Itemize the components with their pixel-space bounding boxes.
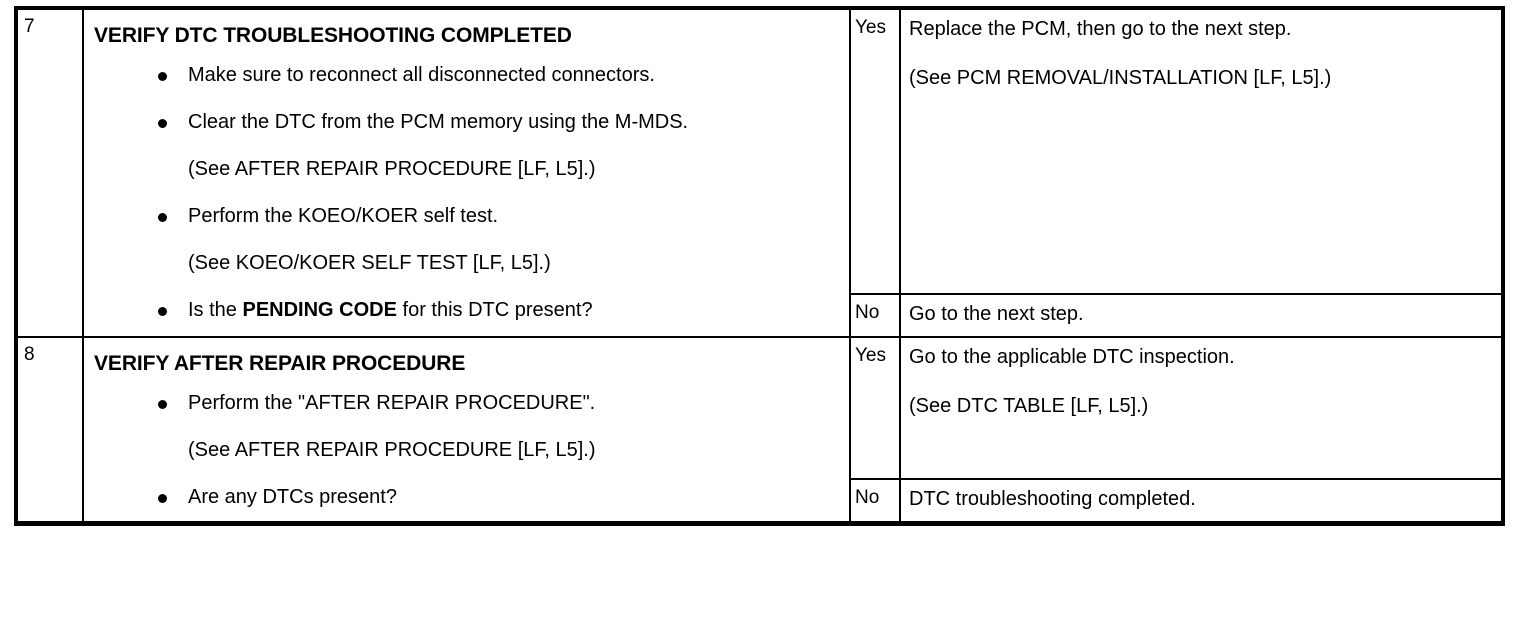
list-item-reference: (See AFTER REPAIR PROCEDURE [LF, L5].) [158,156,839,183]
list-item-label: Perform the KOEO/KOER self test. [188,205,499,227]
step-number-cell: 7 [18,10,84,336]
list-item: Perform the "AFTER REPAIR PROCEDURE". [158,390,839,417]
answer-line-reference: (See PCM REMOVAL/INSTALLATION [LF, L5].) [909,67,1332,89]
troubleshooting-table: 7 VERIFY DTC TROUBLESHOOTING COMPLETED M… [14,6,1505,526]
bullet-icon [158,72,167,81]
step-answer-column: Yes Go to the applicable DTC inspection.… [851,338,1501,521]
answer-body-no: DTC troubleshooting completed. [901,480,1501,521]
step-number: 7 [24,16,35,37]
list-item-label: Make sure to reconnect all disconnected … [188,64,655,86]
answer-line: Go to the applicable DTC inspection. [909,346,1235,368]
reference-label: (See AFTER REPAIR PROCEDURE [LF, L5].) [188,439,596,461]
list-item-label: Are any DTCs present? [188,486,397,508]
list-item-label: Perform the "AFTER REPAIR PROCEDURE". [188,392,596,414]
list-item: Is the PENDING CODE for this DTC present… [158,297,839,324]
step-title: VERIFY AFTER REPAIR PROCEDURE [94,352,466,375]
answer-line: Replace the PCM, then go to the next ste… [909,18,1292,40]
bullet-icon [158,494,167,503]
list-item-reference: (See AFTER REPAIR PROCEDURE [LF, L5].) [158,437,839,464]
answer-row-yes: Yes Replace the PCM, then go to the next… [851,10,1501,295]
step-title: VERIFY DTC TROUBLESHOOTING COMPLETED [94,24,572,47]
list-item: Perform the KOEO/KOER self test. [158,203,839,230]
table-row: 8 VERIFY AFTER REPAIR PROCEDURE Perform … [18,338,1501,521]
list-item-reference: (See KOEO/KOER SELF TEST [LF, L5].) [158,250,839,277]
table-row: 7 VERIFY DTC TROUBLESHOOTING COMPLETED M… [18,10,1501,338]
step-instruction-list: Perform the "AFTER REPAIR PROCEDURE". (S… [94,390,839,511]
answer-line: DTC troubleshooting completed. [909,488,1196,510]
bullet-icon [158,213,167,222]
step-action-cell: VERIFY DTC TROUBLESHOOTING COMPLETED Mak… [84,10,851,336]
step-action-cell: VERIFY AFTER REPAIR PROCEDURE Perform th… [84,338,851,521]
answer-line-reference: (See DTC TABLE [LF, L5].) [909,395,1149,417]
list-item-prefix: Is the [188,299,243,321]
answer-label-no: No [851,295,901,336]
step-answer-column: Yes Replace the PCM, then go to the next… [851,10,1501,336]
answer-row-yes: Yes Go to the applicable DTC inspection.… [851,338,1501,480]
step-number: 8 [24,344,35,365]
answer-body-no: Go to the next step. [901,295,1501,336]
reference-label: (See KOEO/KOER SELF TEST [LF, L5].) [188,252,551,274]
step-instruction-list: Make sure to reconnect all disconnected … [94,62,839,324]
answer-body-yes: Go to the applicable DTC inspection. (Se… [901,338,1501,478]
list-item: Are any DTCs present? [158,484,839,511]
bullet-icon [158,400,167,409]
list-item: Clear the DTC from the PCM memory using … [158,109,839,136]
answer-row-no: No Go to the next step. [851,295,1501,336]
bullet-icon [158,307,167,316]
answer-body-yes: Replace the PCM, then go to the next ste… [901,10,1501,293]
list-item-emphasis: PENDING CODE [242,299,397,321]
reference-label: (See AFTER REPAIR PROCEDURE [LF, L5].) [188,158,596,180]
list-item: Make sure to reconnect all disconnected … [158,62,839,89]
step-number-cell: 8 [18,338,84,521]
list-item-suffix: for this DTC present? [396,299,593,321]
answer-label-yes: Yes [851,338,901,478]
answer-row-no: No DTC troubleshooting completed. [851,480,1501,521]
answer-line: Go to the next step. [909,303,1084,325]
answer-label-no: No [851,480,901,521]
bullet-icon [158,119,167,128]
list-item-label: Clear the DTC from the PCM memory using … [188,111,689,133]
answer-label-yes: Yes [851,10,901,293]
